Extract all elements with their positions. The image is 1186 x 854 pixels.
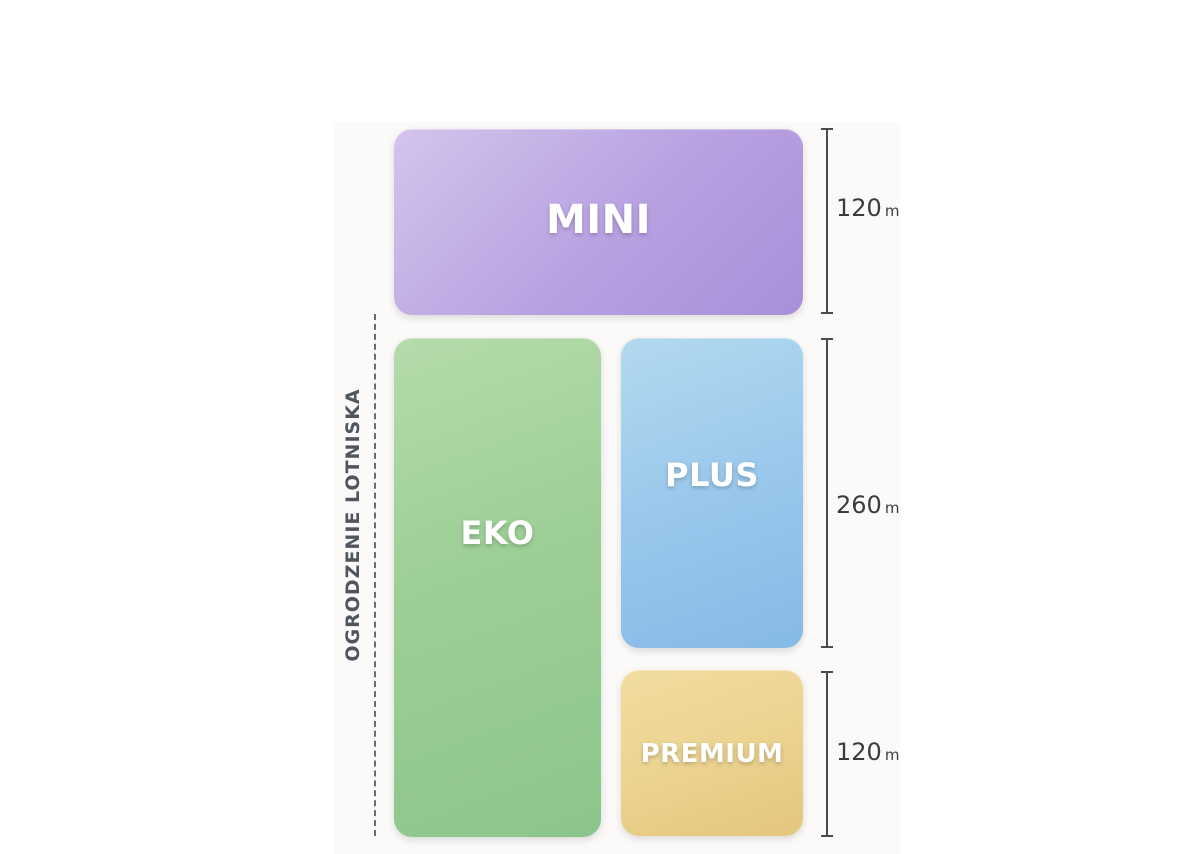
zone-mini: MINI xyxy=(394,129,803,315)
zone-mini-label: MINI xyxy=(545,197,652,243)
fence-label: OGRODZENIE LOTNISKA xyxy=(342,388,364,662)
zone-eko-label: EKO xyxy=(460,513,535,552)
zone-eko: EKO xyxy=(394,338,601,837)
dimension-value: 120 xyxy=(836,194,882,222)
zone-premium-label: PREMIUM xyxy=(640,739,784,769)
dimension-cap xyxy=(821,646,833,648)
dimension-line xyxy=(826,338,828,648)
dimension-line xyxy=(826,671,828,837)
dimension-unit: m xyxy=(884,202,900,220)
dimension-line xyxy=(826,128,828,314)
dimension-cap xyxy=(821,835,833,837)
zone-plus-label: PLUS xyxy=(665,456,759,494)
dimension-unit: m xyxy=(884,499,900,517)
dimension-unit: m xyxy=(884,746,900,764)
dimension-value: 120 xyxy=(836,738,882,766)
zone-premium: PREMIUM xyxy=(621,670,803,836)
fence-dashed-line xyxy=(374,314,376,836)
dimension-cap xyxy=(821,312,833,314)
zone-plus: PLUS xyxy=(621,338,803,648)
dimension-value: 260 xyxy=(836,491,882,519)
